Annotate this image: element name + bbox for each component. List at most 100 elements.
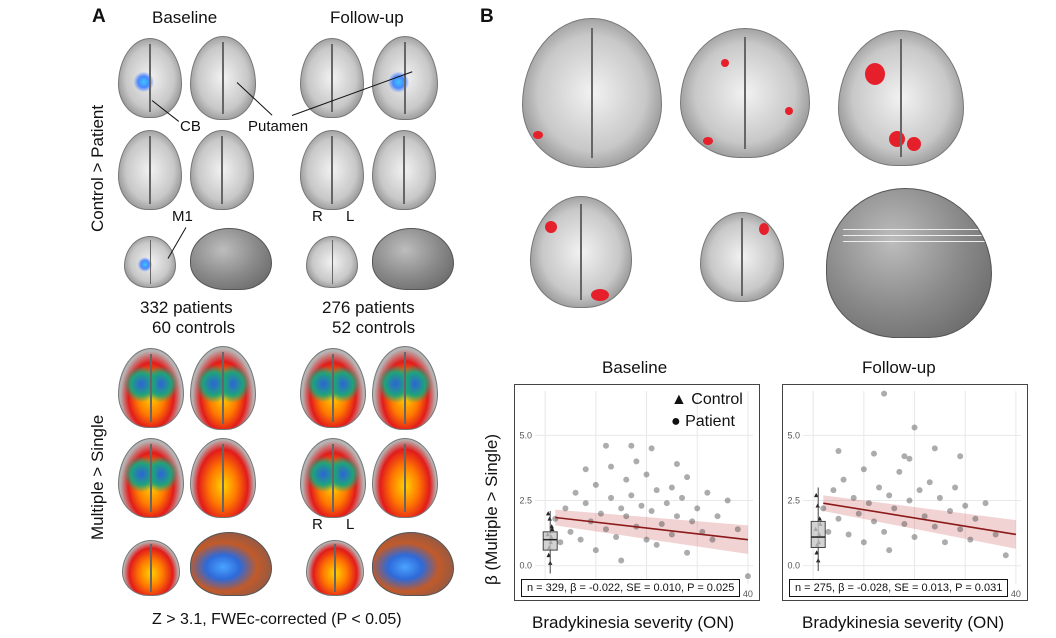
chart-followup-title: Follow-up: [862, 358, 936, 377]
arrow-m1: [167, 227, 187, 259]
patient-point: [860, 539, 867, 546]
patient-point: [952, 484, 959, 491]
patient-point: [557, 539, 564, 546]
brain-axial-mid-baseline: [118, 130, 182, 210]
x-tick-label: 40: [1011, 589, 1021, 599]
control-point: [547, 516, 552, 521]
patient-point: [592, 481, 599, 488]
patient-point: [673, 461, 680, 468]
activation-blob: [703, 137, 713, 145]
brain-axial-m1-baseline: [124, 236, 176, 288]
patient-point: [901, 521, 908, 528]
threshold-caption-text: Z > 3.1, FWEc-corrected (P < 0.05): [152, 611, 402, 628]
patient-point: [820, 505, 827, 512]
patient-point: [941, 539, 948, 546]
patient-point: [835, 515, 842, 522]
panel-b-letter: B: [480, 6, 494, 27]
patient-point: [582, 466, 589, 473]
patient-point: [967, 536, 974, 543]
stats-box-followup: n = 275, β = -0.028, SE = 0.013, P = 0.0…: [789, 579, 1009, 597]
orient-l-top: L: [346, 208, 355, 225]
patient-point: [911, 424, 918, 431]
patient-point: [921, 513, 928, 520]
patient-point: [592, 547, 599, 554]
patient-point: [855, 510, 862, 517]
regression-line: [823, 502, 1017, 536]
activation-blob: [889, 131, 905, 147]
patient-point: [947, 507, 954, 514]
patient-point: [886, 547, 893, 554]
activation-blob: [533, 131, 543, 139]
brain-b-lateral-3d: [826, 188, 992, 338]
control-box: [542, 531, 558, 551]
brain-b-axial-3: [838, 30, 964, 166]
y-tick-label: 2.5: [519, 496, 532, 506]
followup-patient-count: 276 patients: [322, 298, 415, 317]
patient-point: [608, 494, 615, 501]
x-tick-label: 40: [743, 589, 753, 599]
brain-ms-axial-3-baseline: [118, 438, 184, 518]
patient-point: [623, 513, 630, 520]
patient-point: [876, 484, 883, 491]
patient-point: [845, 531, 852, 538]
activation-blob: [785, 107, 793, 115]
patient-point: [896, 468, 903, 475]
patient-point: [638, 502, 645, 509]
patient-point: [633, 458, 640, 465]
baseline-control-count: 60 controls: [152, 318, 236, 337]
activation-blob: [865, 63, 885, 85]
patient-point: [926, 479, 933, 486]
brain-axial-cb-followup: [300, 38, 364, 118]
patient-point: [972, 515, 979, 522]
stats-box-baseline: n = 329, β = -0.022, SE = 0.010, P = 0.0…: [521, 579, 741, 597]
activation-blob: [907, 137, 921, 151]
brain-b-axial-1: [522, 18, 662, 168]
scatter-y-label: β (Multiple > Single): [482, 433, 501, 585]
patient-point: [891, 505, 898, 512]
row-label-multiple-single: Multiple > Single: [88, 414, 107, 540]
brain-ms-lateral-followup: [372, 532, 454, 596]
brain-axial-cb-baseline: [118, 38, 182, 118]
confidence-band: [823, 495, 1016, 549]
brain-b-axial-4: [530, 196, 632, 308]
control-point: [545, 511, 551, 516]
panel-a-letter: A: [92, 6, 106, 27]
patient-point: [931, 445, 938, 452]
y-tick-label: 5.0: [519, 430, 532, 440]
annotation-putamen: Putamen: [248, 118, 309, 135]
patient-point: [870, 450, 877, 457]
patient-point: [1002, 552, 1009, 559]
brain-ms-axial-2-baseline: [190, 346, 256, 430]
brain-axial-m1-followup: [306, 236, 358, 288]
control-point: [550, 526, 555, 532]
orient-l-bottom: L: [346, 516, 355, 533]
threshold-caption: Z > 3.1, FWEc-corrected (P < 0.05): [152, 611, 402, 629]
patient-point: [886, 492, 893, 499]
activation-blob: [759, 223, 769, 235]
chart-followup-xlabel: Bradykinesia severity (ON): [802, 613, 1005, 632]
brain-ms-axial-4-followup: [372, 438, 438, 518]
patient-point: [648, 445, 655, 452]
brain-axial-putamen-baseline: [190, 36, 256, 120]
slice-line: [843, 241, 991, 242]
patient-point: [628, 442, 635, 449]
patient-point: [689, 518, 696, 525]
patient-point: [597, 510, 604, 517]
y-tick-label: 0.0: [787, 561, 800, 571]
patient-point: [881, 390, 888, 397]
brain-b-axial-2: [680, 28, 810, 158]
patient-point: [648, 507, 655, 514]
patient-point: [835, 447, 842, 454]
scatter-plot-followup: 0102030400.02.55.0 n = 275, β = -0.028, …: [782, 384, 1028, 601]
panel-a-col-baseline: Baseline: [152, 8, 218, 27]
brain-ms-axial-3-followup: [300, 438, 366, 518]
brain-ms-axial-1-baseline: [118, 348, 184, 428]
y-tick-label: 2.5: [787, 496, 800, 506]
patient-point: [936, 494, 943, 501]
patient-point: [552, 515, 559, 522]
y-tick-label: 0.0: [519, 561, 532, 571]
patient-point: [608, 463, 615, 470]
legend-control-label: Control: [691, 391, 743, 408]
control-box: [810, 520, 826, 548]
patient-point: [906, 455, 913, 462]
